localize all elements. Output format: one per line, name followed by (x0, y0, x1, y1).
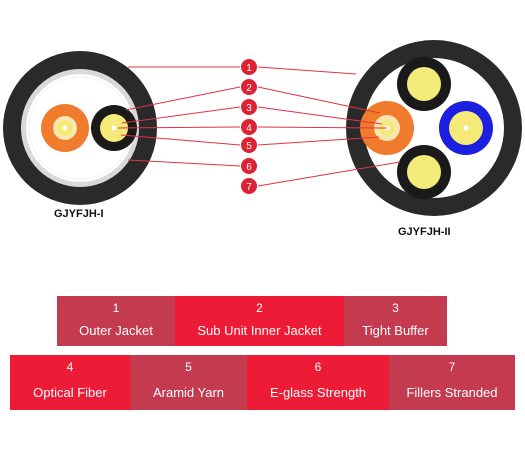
leader-line (125, 86, 241, 111)
marker-circle (241, 59, 257, 75)
legend-number: 4 (66, 360, 74, 374)
legend-number: 5 (185, 360, 192, 374)
leader-line (121, 106, 241, 124)
marker-circle (241, 119, 257, 135)
leader-line (257, 86, 381, 114)
marker-label: 2 (246, 83, 252, 94)
optical-fiber (463, 125, 469, 131)
marker-circle (241, 178, 257, 194)
legend-number: 7 (448, 360, 456, 374)
legend-cell: 6 E-glass Strength (247, 355, 389, 410)
marker-circle (241, 99, 257, 115)
legend-name: E-glass Strength (269, 385, 367, 400)
marker-label: 3 (246, 103, 252, 114)
legend-name: Sub Unit Inner Jacket (197, 323, 322, 338)
legend-cell: 1 Outer Jacket (57, 296, 175, 346)
cable-gjyfjh-ii (346, 40, 522, 216)
legend-name: Optical Fiber (33, 385, 107, 400)
legend-name: Aramid Yarn (152, 385, 225, 400)
tight-buffer (407, 155, 441, 189)
legend-number: 2 (256, 301, 263, 315)
leader-line (257, 106, 383, 125)
marker-label: 6 (246, 162, 252, 173)
marker-circle (241, 137, 257, 153)
marker-group: 1 2 3 4 5 6 7 (241, 59, 257, 194)
legend-cell: 5 Aramid Yarn (130, 355, 247, 410)
legend-number: 1 (112, 301, 120, 315)
marker-label: 7 (246, 182, 252, 193)
cable-gjyfjh-i (3, 51, 157, 205)
legend-cell: 4 Optical Fiber (10, 355, 130, 410)
leader-line (127, 159, 241, 167)
legend-name: Outer Jacket (79, 323, 153, 338)
optical-fiber (62, 125, 68, 131)
legend-number: 3 (392, 301, 399, 315)
leader-line (117, 126, 241, 129)
leader-line (257, 66, 357, 75)
leader-lines-left (117, 66, 241, 167)
cable-label-gjyfjh-i: GJYFJH-I (54, 208, 104, 220)
tight-buffer (407, 67, 441, 101)
legend-cell: 3 Tight Buffer (344, 296, 447, 346)
marker-circle (241, 79, 257, 95)
marker-label: 5 (246, 141, 252, 152)
legend-cell: 7 Fillers Stranded (389, 355, 515, 410)
legend-cell: 2 Sub Unit Inner Jacket (175, 296, 344, 346)
marker-label: 1 (246, 63, 252, 74)
leader-line (120, 134, 241, 146)
legend-name: Fillers Stranded (406, 385, 498, 400)
leader-line (257, 161, 401, 187)
cable-label-gjyfjh-ii: GJYFJH-II (398, 226, 451, 238)
legend-number: 6 (314, 360, 322, 374)
marker-circle (241, 158, 257, 174)
leader-line (257, 126, 388, 129)
marker-label: 4 (246, 123, 252, 134)
leader-line (257, 136, 380, 146)
optical-fiber (111, 125, 117, 131)
legend-name: Tight Buffer (362, 323, 429, 338)
leader-lines-right (257, 66, 401, 187)
